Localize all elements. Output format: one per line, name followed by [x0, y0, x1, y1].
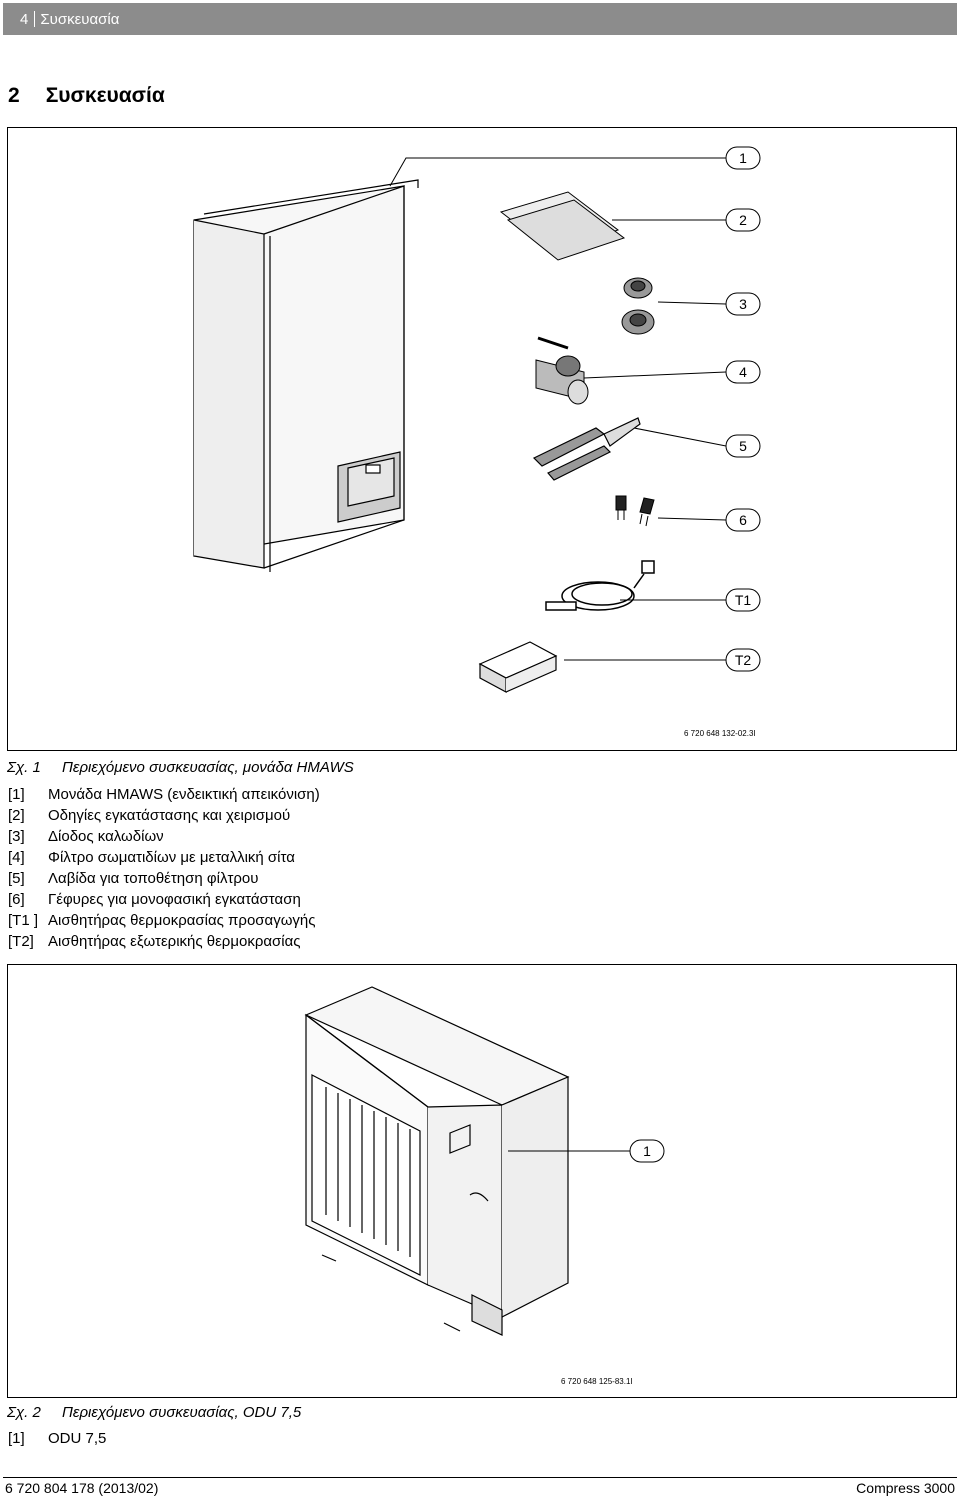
callout-label: 3: [739, 296, 747, 312]
legend-item: [T1 ] Αισθητήρας θερμοκρασίας προσαγωγής: [8, 912, 316, 929]
manuals-drawing: [499, 191, 626, 261]
legend-key: [2]: [8, 807, 25, 824]
callout-label: 1: [739, 150, 747, 166]
caption-label: Σχ. 1: [7, 759, 41, 776]
footer-doc-number: 6 720 804 178 (2013/02): [5, 1480, 159, 1496]
figure-2: 1 6 720 648 125-83.1I: [7, 964, 957, 1398]
legend-text: Λαβίδα για τοποθέτηση φίλτρου: [48, 870, 259, 887]
legend-key: [4]: [8, 849, 25, 866]
callout-4: 4: [725, 360, 761, 384]
legend-key: [3]: [8, 828, 25, 845]
callout-label: 6: [739, 512, 747, 528]
page-number: 4: [20, 10, 29, 28]
figure-2-illustration: 1: [304, 986, 665, 1336]
flow-sensor-drawing: [545, 560, 655, 611]
footer-rule: [3, 1477, 957, 1478]
section-number: 2: [8, 84, 20, 107]
legend-key: [T1 ]: [8, 912, 39, 929]
filter-drawing: [535, 336, 589, 405]
legend-text: Δίοδος καλωδίων: [48, 828, 164, 845]
legend-text: Αισθητήρας εξωτερικής θερμοκρασίας: [48, 933, 301, 950]
callout-t1: T1: [725, 588, 761, 612]
legend-item: [3] Δίοδος καλωδίων: [8, 828, 164, 845]
figure-caption: Σχ. 1 Περιεχόμενο συσκευασίας, μονάδα HMA…: [7, 759, 354, 776]
caption-label: Σχ. 2: [7, 1404, 41, 1421]
callout-3: 3: [725, 292, 761, 316]
callout-5: 5: [725, 434, 761, 458]
cable-grommets-drawing: [621, 277, 655, 335]
legend-item: [T2] Αισθητήρας εξωτερικής θερμοκρασίας: [8, 933, 301, 950]
callout-1: 1: [629, 1139, 665, 1163]
caption-text: Περιεχόμενο συσκευασίας, μονάδα HMAWS: [62, 759, 354, 776]
legend-text: Αισθητήρας θερμοκρασίας προσαγωγής: [48, 912, 316, 929]
legend-item: [2] Οδηγίες εγκατάστασης και χειρισμού: [8, 807, 290, 824]
legend-key: [6]: [8, 891, 25, 908]
callout-2: 2: [725, 208, 761, 232]
legend-item: [5] Λαβίδα για τοποθέτηση φίλτρου: [8, 870, 258, 887]
footer-product: Compress 3000: [856, 1480, 955, 1496]
callout-leader-lines: [389, 157, 727, 661]
legend-text: Μονάδα HMAWS (ενδεικτική απεικόνιση): [48, 786, 320, 803]
section-title-text: Συσκευασία: [45, 84, 165, 107]
callout-label: 2: [739, 212, 747, 228]
hmaws-unit-drawing: [193, 179, 419, 572]
callout-t2: T2: [725, 648, 761, 672]
legend-item: [6] Γέφυρες για μονοφασική εγκατάσταση: [8, 891, 301, 908]
odu-unit-drawing: [304, 986, 570, 1336]
caption-text: Περιεχόμενο συσκευασίας, ODU 7,5: [62, 1404, 302, 1421]
figure-caption: Σχ. 2 Περιεχόμενο συσκευασίας, ODU 7,5: [7, 1404, 301, 1421]
callout-label: T1: [735, 592, 752, 608]
page-header: 4 Συσκευασία: [3, 3, 957, 35]
legend-text: Φίλτρο σωματιδίων με μεταλλική σίτα: [48, 849, 295, 866]
legend-key: [1]: [8, 786, 25, 803]
header-section: Συσκευασία: [40, 10, 120, 28]
bridges-drawing: [615, 495, 655, 527]
legend-item: [1] Μονάδα HMAWS (ενδεικτική απεικόνιση): [8, 786, 320, 803]
legend-text: ODU 7,5: [48, 1430, 107, 1447]
figure-code: 6 720 648 125-83.1I: [561, 1377, 633, 1386]
legend-key: [T2]: [8, 933, 34, 950]
callout-label: 4: [739, 364, 747, 380]
legend-text: Οδηγίες εγκατάστασης και χειρισμού: [48, 807, 291, 824]
pliers-drawing: [532, 417, 641, 481]
callout-label: 1: [643, 1143, 651, 1159]
callout-6: 6: [725, 508, 761, 532]
legend-text: Γέφυρες για μονοφασική εγκατάσταση: [48, 891, 301, 908]
legend-key: [5]: [8, 870, 25, 887]
callout-1: 1: [725, 146, 761, 170]
section-title: 2 Συσκευασία: [8, 84, 165, 108]
callout-label: T2: [735, 652, 752, 668]
callout-circles: 1: [629, 1139, 665, 1163]
legend-item: [4] Φίλτρο σωματιδίων με μεταλλική σίτα: [8, 849, 295, 866]
header-separator: [34, 11, 36, 27]
callout-label: 5: [739, 438, 747, 454]
outdoor-sensor-drawing: [478, 641, 558, 694]
legend-item: [1] ODU 7,5: [8, 1430, 106, 1447]
figure-code: 6 720 648 132-02.3I: [684, 729, 756, 738]
legend-key: [1]: [8, 1430, 25, 1447]
